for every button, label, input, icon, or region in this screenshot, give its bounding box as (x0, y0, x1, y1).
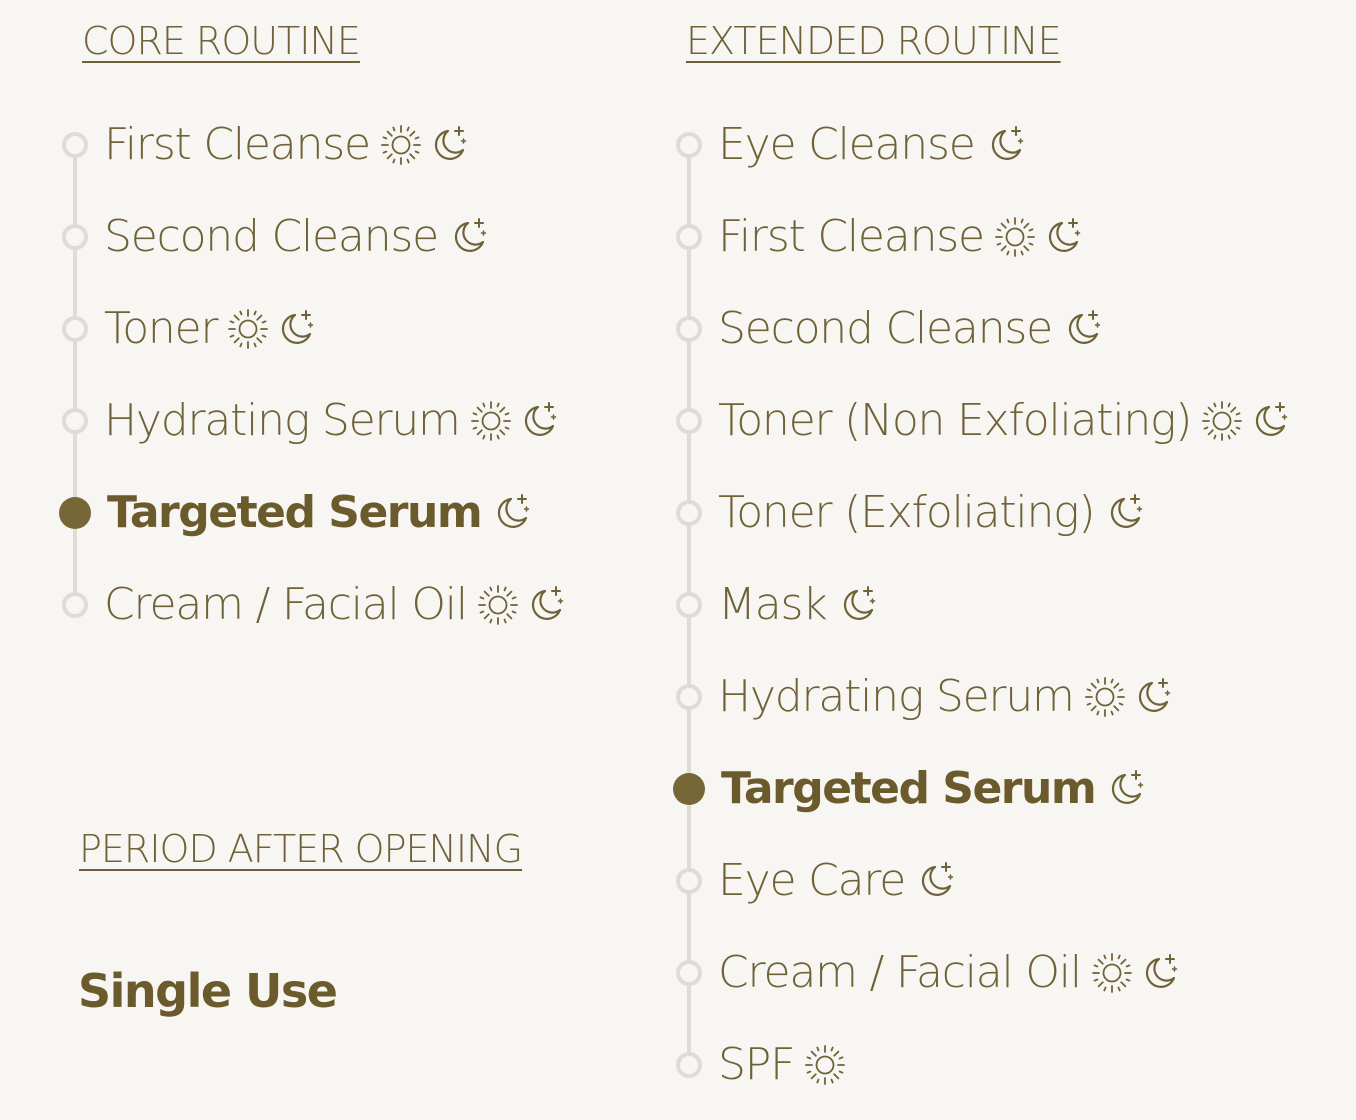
moon-icon (1104, 492, 1146, 534)
time-of-day-icons (985, 124, 1027, 166)
extended-routine-step-label: Eye Care (718, 855, 906, 906)
moon-icon (1249, 400, 1291, 442)
moon-icon (428, 124, 470, 166)
extended-routine-step[interactable]: SPF (674, 1035, 846, 1095)
sun-icon (994, 216, 1036, 258)
core-routine-step[interactable]: Targeted Serum (59, 483, 533, 543)
extended-routine-step[interactable]: Eye Care (674, 851, 957, 911)
sun-icon (1091, 952, 1133, 994)
time-of-day-icons (1062, 308, 1104, 350)
moon-icon (1105, 768, 1147, 810)
time-of-day-icons (227, 308, 317, 350)
moon-icon (1139, 952, 1181, 994)
moon-icon (1042, 216, 1084, 258)
core-routine-step-label: Targeted Serum (107, 487, 483, 538)
extended-routine-step-label: Toner (Exfoliating) (718, 487, 1096, 538)
time-of-day-icons (837, 584, 879, 626)
moon-icon (1132, 676, 1174, 718)
step-dot (676, 1052, 702, 1078)
core-routine-track (73, 145, 77, 605)
extended-routine-step-label: Targeted Serum (721, 763, 1097, 814)
time-of-day-icons (470, 400, 560, 442)
moon-icon (837, 584, 879, 626)
time-of-day-icons (1104, 492, 1146, 534)
extended-routine-step-label: SPF (718, 1039, 795, 1090)
time-of-day-icons (1091, 952, 1181, 994)
sun-icon (470, 400, 512, 442)
step-dot (62, 224, 88, 250)
sun-icon (804, 1044, 846, 1086)
time-of-day-icons (477, 584, 567, 626)
extended-routine-step[interactable]: Eye Cleanse (674, 115, 1027, 175)
sun-icon (477, 584, 519, 626)
core-routine-step[interactable]: Toner (60, 299, 317, 359)
sun-icon (380, 124, 422, 166)
time-of-day-icons (491, 492, 533, 534)
extended-routine-step[interactable]: Hydrating Serum (674, 667, 1174, 727)
core-routine-step-label: Second Cleanse (104, 211, 439, 262)
moon-icon (915, 860, 957, 902)
extended-routine-step-label: Cream / Facial Oil (718, 947, 1082, 998)
step-dot (676, 408, 702, 434)
time-of-day-icons (804, 1044, 846, 1086)
time-of-day-icons (915, 860, 957, 902)
moon-icon (491, 492, 533, 534)
extended-routine-step[interactable]: Targeted Serum (673, 759, 1147, 819)
extended-routine-step-label: Toner (Non Exfoliating) (718, 395, 1192, 446)
extended-routine-step[interactable]: Toner (Exfoliating) (674, 483, 1146, 543)
period-after-opening-heading[interactable]: PERIOD AFTER OPENING (79, 827, 523, 871)
core-routine-step-label: Hydrating Serum (104, 395, 461, 446)
step-dot (676, 960, 702, 986)
extended-routine-step[interactable]: Mask (674, 575, 879, 635)
sun-icon (1201, 400, 1243, 442)
time-of-day-icons (1201, 400, 1291, 442)
moon-icon (275, 308, 317, 350)
extended-routine-step-label: Hydrating Serum (718, 671, 1075, 722)
step-dot (676, 224, 702, 250)
extended-routine-step[interactable]: Second Cleanse (674, 299, 1104, 359)
extended-routine-step[interactable]: Toner (Non Exfoliating) (674, 391, 1291, 451)
core-routine-step[interactable]: Cream / Facial Oil (60, 575, 567, 635)
core-routine-step[interactable]: Second Cleanse (60, 207, 490, 267)
step-dot (676, 592, 702, 618)
active-step-dot (59, 497, 91, 529)
time-of-day-icons (994, 216, 1084, 258)
step-dot (676, 316, 702, 342)
time-of-day-icons (1105, 768, 1147, 810)
moon-icon (518, 400, 560, 442)
step-dot (676, 868, 702, 894)
core-routine-step[interactable]: Hydrating Serum (60, 391, 560, 451)
active-step-dot (673, 773, 705, 805)
period-after-opening-value: Single Use (78, 964, 338, 1018)
core-routine-heading[interactable]: CORE ROUTINE (82, 19, 361, 63)
step-dot (62, 316, 88, 342)
core-routine-step-label: First Cleanse (104, 119, 371, 170)
moon-icon (1062, 308, 1104, 350)
core-routine-step[interactable]: First Cleanse (60, 115, 470, 175)
step-dot (62, 408, 88, 434)
extended-routine-step-label: Second Cleanse (718, 303, 1053, 354)
step-dot (676, 132, 702, 158)
extended-routine-step[interactable]: Cream / Facial Oil (674, 943, 1181, 1003)
moon-icon (525, 584, 567, 626)
step-dot (62, 132, 88, 158)
extended-routine-step-label: Eye Cleanse (718, 119, 976, 170)
moon-icon (985, 124, 1027, 166)
step-dot (676, 684, 702, 710)
core-routine-step-label: Cream / Facial Oil (104, 579, 468, 630)
extended-routine-heading[interactable]: EXTENDED ROUTINE (686, 19, 1062, 63)
sun-icon (227, 308, 269, 350)
step-dot (676, 500, 702, 526)
extended-routine-step-label: First Cleanse (718, 211, 985, 262)
moon-icon (448, 216, 490, 258)
extended-routine-step-label: Mask (718, 579, 828, 630)
sun-icon (1084, 676, 1126, 718)
time-of-day-icons (1084, 676, 1174, 718)
core-routine-step-label: Toner (104, 303, 219, 354)
time-of-day-icons (448, 216, 490, 258)
extended-routine-step[interactable]: First Cleanse (674, 207, 1084, 267)
time-of-day-icons (380, 124, 470, 166)
step-dot (62, 592, 88, 618)
